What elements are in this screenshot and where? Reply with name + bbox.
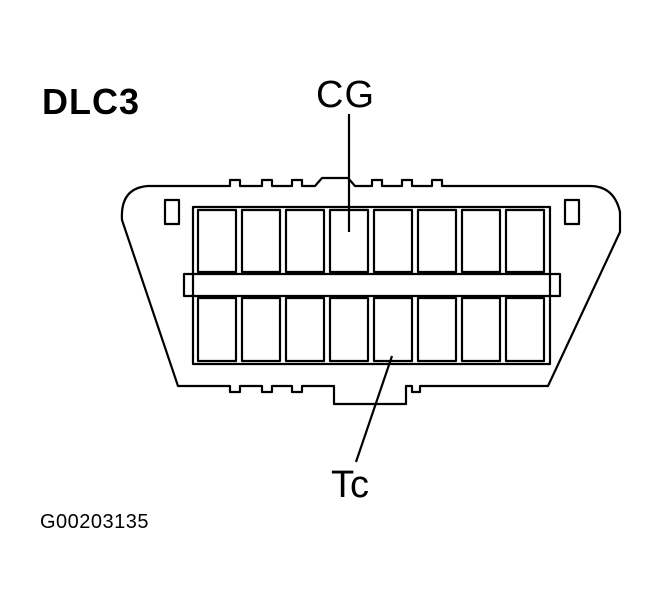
pin-cavity <box>240 208 282 274</box>
pin-cavity <box>372 208 414 274</box>
pin-cavity <box>416 296 458 363</box>
pin-cavity <box>460 296 502 363</box>
tc-leader-line <box>354 355 394 463</box>
pin-cavity <box>504 296 546 363</box>
pin-cavity-tc <box>372 296 414 363</box>
left-latch-slot <box>163 198 181 226</box>
pin-cavity <box>416 208 458 274</box>
pin-cavity <box>284 296 326 363</box>
pin-cavity <box>284 208 326 274</box>
pin-label-tc: Tc <box>331 464 369 506</box>
bottom-pin-row <box>196 296 546 363</box>
pin-cavity <box>460 208 502 274</box>
top-pin-row <box>196 208 546 274</box>
connector-title: DLC3 <box>42 81 141 122</box>
pin-cavity <box>196 208 238 274</box>
pin-label-cg: CG <box>316 74 375 116</box>
pin-cavity <box>240 296 282 363</box>
center-divider-bar <box>182 272 562 298</box>
pin-cavity <box>196 296 238 363</box>
figure-id: G00203135 <box>40 511 150 533</box>
pin-cavity <box>328 296 370 363</box>
pin-cavity-frame <box>191 205 552 366</box>
connector-housing-outline <box>120 176 622 406</box>
right-latch-slot <box>563 198 581 226</box>
pin-cavity <box>504 208 546 274</box>
